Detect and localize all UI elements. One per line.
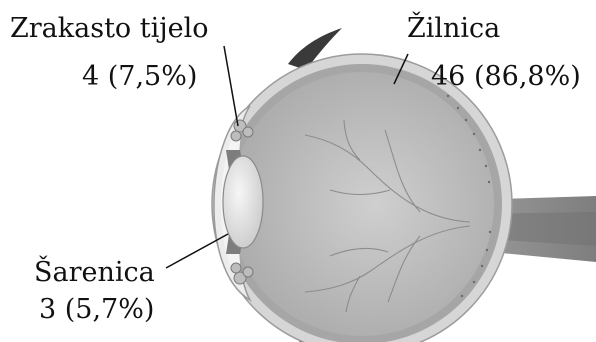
- choroid-label: Žilnica: [407, 14, 500, 44]
- lens: [223, 156, 263, 248]
- vitreous-body: [230, 72, 494, 336]
- iris-value: 3 (5,7%): [39, 295, 154, 325]
- ciliary-body-value: 4 (7,5%): [82, 62, 197, 92]
- ciliary-body-leader-line: [224, 46, 238, 126]
- choroid-value: 46 (86,8%): [431, 62, 581, 92]
- iris-label: Šarenica: [34, 258, 155, 288]
- ciliary-body-label: Zrakasto tijelo: [10, 14, 209, 44]
